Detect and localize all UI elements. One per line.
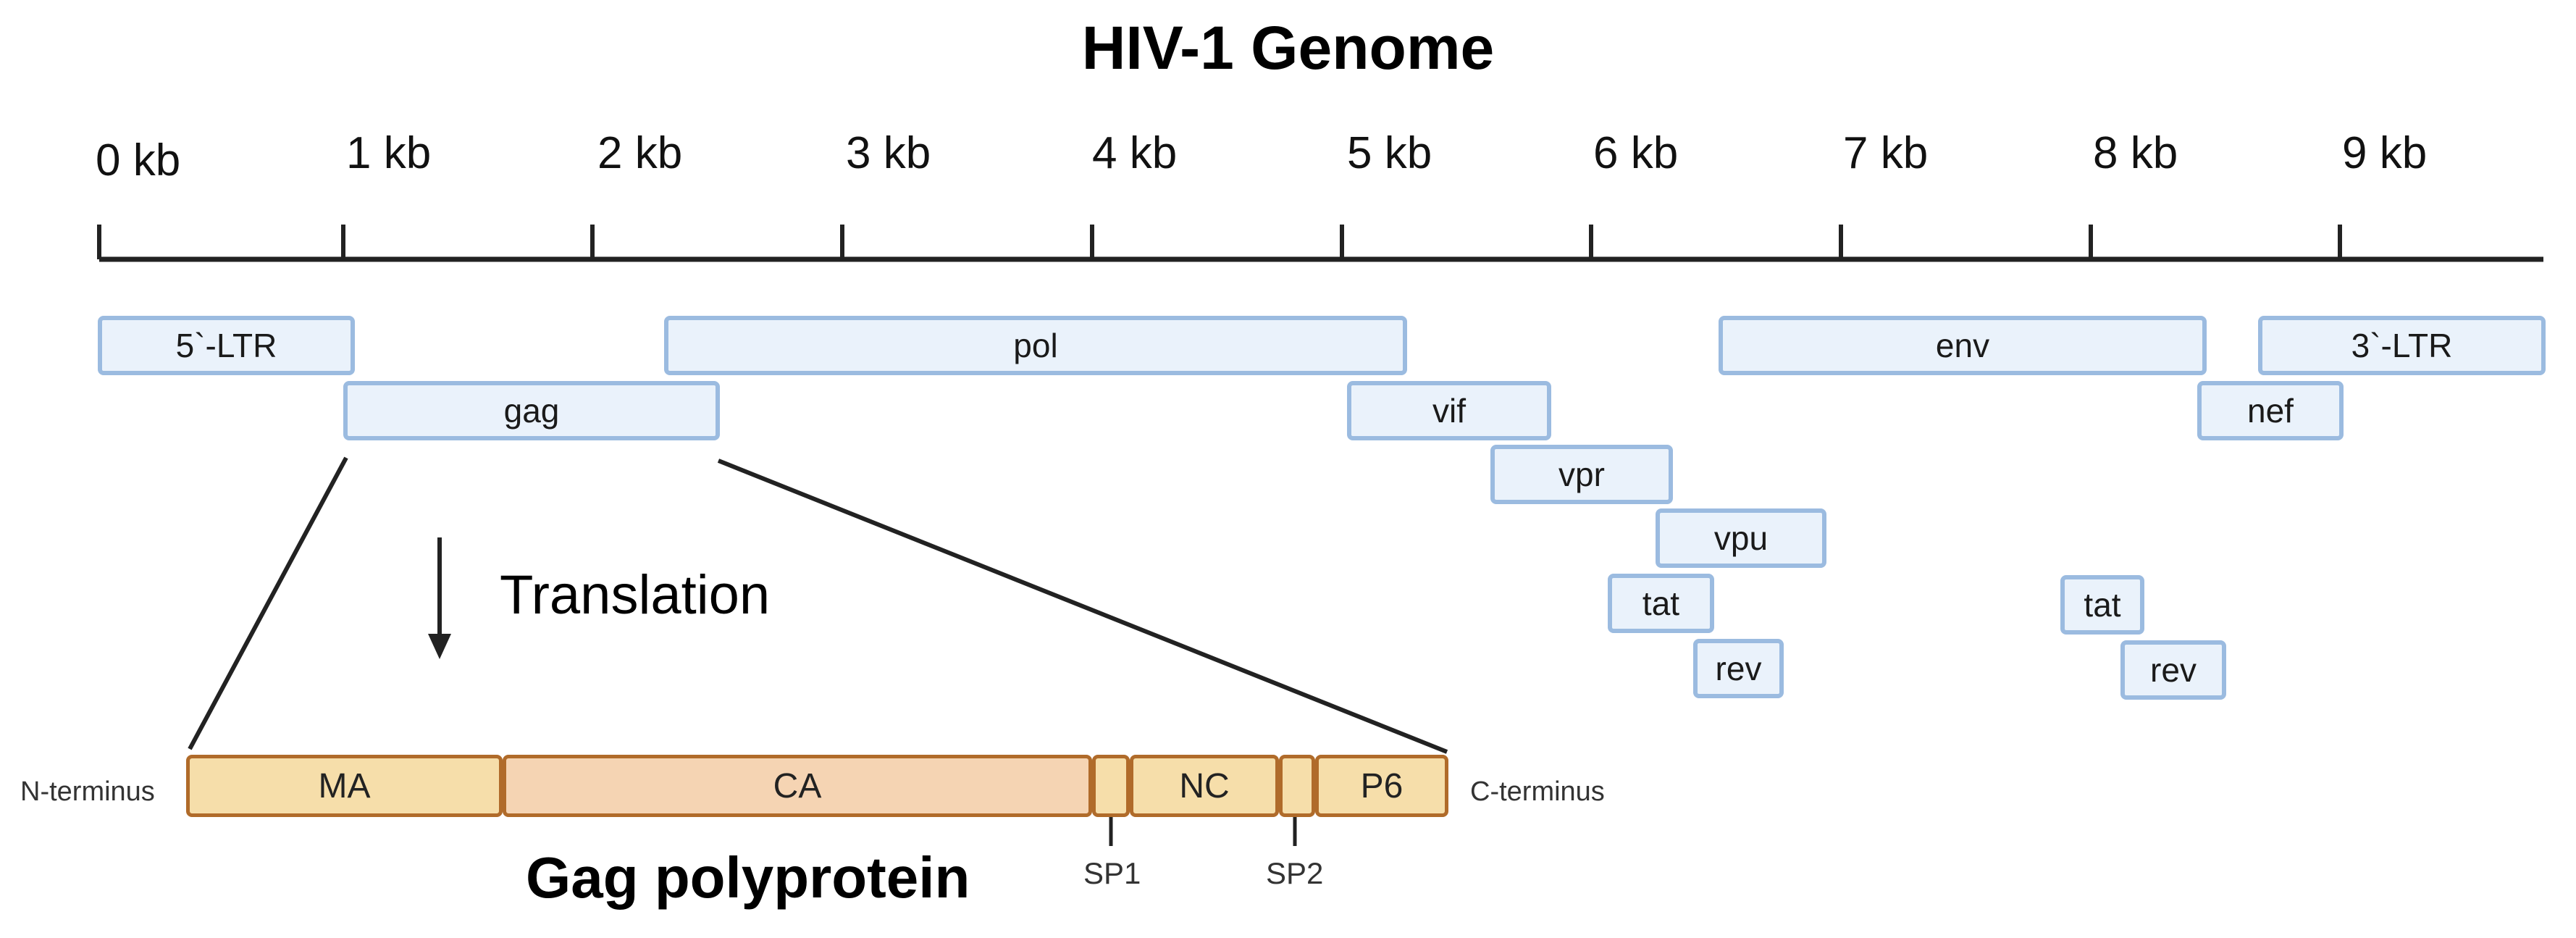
n-terminus-label: N-terminus — [20, 776, 155, 807]
gene-vpr: vpr — [1490, 445, 1673, 504]
gag-segment-sp2 — [1279, 755, 1315, 817]
gene-gag: gag — [343, 381, 720, 440]
gene-env: env — [1719, 316, 2207, 375]
gag-segment-sp1 — [1092, 755, 1130, 817]
translation-label: Translation — [500, 564, 771, 626]
gag-segment-ca: CA — [503, 755, 1092, 817]
tick-label-1kb: 1 kb — [346, 128, 432, 178]
tick-label-3kb: 3 kb — [846, 128, 931, 178]
tick-label-6kb: 6 kb — [1593, 128, 1679, 178]
tick-label-7kb: 7 kb — [1843, 128, 1929, 178]
gene-label: rev — [2150, 651, 2197, 689]
gag-segment-p6: P6 — [1315, 755, 1448, 817]
gene-vpu: vpu — [1656, 508, 1826, 568]
gag-segment-nc: NC — [1130, 755, 1279, 817]
gene-label: pol — [1013, 327, 1058, 364]
gene-label: vif — [1432, 392, 1466, 430]
gene-label: gag — [503, 392, 560, 430]
c-terminus-label: C-terminus — [1470, 776, 1605, 807]
translation-arrow-head — [428, 634, 451, 659]
tick-label-8kb: 8 kb — [2093, 128, 2178, 178]
gene-label: tat — [2084, 586, 2121, 624]
gene-label: rev — [1715, 650, 1762, 687]
gene-label: tat — [1642, 585, 1680, 622]
diagram-title: HIV-1 Genome — [1081, 14, 1495, 82]
sp2-label: SP2 — [1266, 856, 1324, 890]
gene-pol: pol — [664, 316, 1407, 375]
sp1-label: SP1 — [1083, 856, 1141, 890]
gene-label: 5`-LTR — [175, 327, 277, 364]
gene-label: env — [1935, 327, 1990, 364]
gene-label: vpr — [1558, 456, 1605, 493]
tick-label-4kb: 4 kb — [1092, 128, 1178, 178]
segment-label: MA — [318, 766, 371, 805]
gene-tat-exon1: tat — [1608, 574, 1714, 633]
gene-label: vpu — [1713, 519, 1769, 557]
tick-label-0kb: 0 kb — [96, 135, 181, 185]
gene-tat-exon2: tat — [2060, 575, 2144, 635]
gene-rev-exon2: rev — [2120, 640, 2226, 700]
gene-rev-exon1: rev — [1693, 639, 1784, 698]
gene-label: 3`-LTR — [2351, 327, 2453, 364]
gene-3ltr: 3`-LTR — [2258, 316, 2546, 375]
gene-vif: vif — [1347, 381, 1551, 440]
gene-nef: nef — [2197, 381, 2344, 440]
segment-label: P6 — [1360, 766, 1404, 805]
gene-5ltr: 5`-LTR — [98, 316, 355, 375]
segment-label: NC — [1179, 766, 1230, 805]
tick-label-9kb: 9 kb — [2342, 128, 2428, 178]
gag-polyprotein-title: Gag polyprotein — [526, 845, 970, 910]
tick-label-5kb: 5 kb — [1347, 128, 1432, 178]
segment-label: CA — [773, 766, 822, 805]
zoom-line-left — [188, 456, 348, 750]
zoom-line-right — [717, 458, 1448, 754]
gene-label: nef — [2247, 392, 2294, 430]
gag-segment-ma: MA — [186, 755, 503, 817]
tick-label-2kb: 2 kb — [597, 128, 683, 178]
